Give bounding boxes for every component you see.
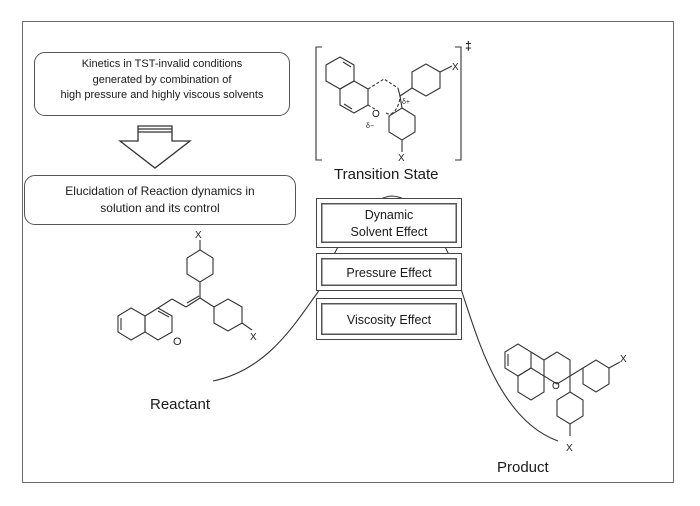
energy-profile-curve bbox=[212, 195, 559, 442]
ts-substituent-upper: X bbox=[452, 62, 459, 73]
elucidation-box: Elucidation of Reaction dynamics in solu… bbox=[24, 175, 296, 225]
ts-substituent-lower: X bbox=[398, 153, 405, 164]
product-oxygen-label: O bbox=[552, 381, 560, 392]
reactant-substituent-upper: X bbox=[195, 230, 202, 241]
kinetics-line-1: Kinetics in TST-invalid conditions bbox=[81, 58, 243, 70]
product-substituent-lower: X bbox=[566, 443, 573, 454]
reactant-label: Reactant bbox=[150, 396, 211, 413]
elucidation-line-2: solution and its control bbox=[100, 201, 220, 215]
transition-state-label: Transition State bbox=[334, 166, 439, 183]
transition-state-structure bbox=[315, 46, 462, 161]
product-structure bbox=[504, 343, 621, 436]
down-arrow-icon bbox=[118, 125, 192, 169]
ts-delta-plus: δ+ bbox=[402, 99, 410, 106]
product-substituent-right: X bbox=[620, 354, 627, 365]
kinetics-box: Kinetics in TST-invalid conditions gener… bbox=[34, 52, 290, 116]
ts-oxygen-label: O bbox=[372, 109, 380, 120]
reactant-substituent-lower: X bbox=[250, 332, 257, 343]
pressure-effect-box: Pressure Effect bbox=[316, 253, 462, 291]
kinetics-line-3: high pressure and highly viscous solvent… bbox=[60, 89, 264, 101]
dynamic-effect-line-1: Dynamic bbox=[364, 208, 414, 222]
reactant-structure bbox=[117, 240, 253, 341]
reactant-oxygen-label: O bbox=[173, 336, 182, 348]
viscosity-effect-box: Viscosity Effect bbox=[316, 298, 462, 340]
pressure-effect-label: Pressure Effect bbox=[346, 266, 432, 280]
kinetics-line-2: generated by combination of bbox=[92, 73, 232, 86]
ts-double-dagger: ‡ bbox=[465, 39, 472, 53]
product-label: Product bbox=[497, 459, 549, 476]
dynamic-solvent-effect-box: Dynamic Solvent Effect bbox=[316, 198, 462, 248]
figure-frame bbox=[22, 21, 674, 483]
elucidation-line-1: Elucidation of Reaction dynamics in bbox=[65, 184, 255, 198]
ts-delta-minus: δ− bbox=[366, 123, 374, 130]
viscosity-effect-label: Viscosity Effect bbox=[346, 313, 432, 327]
dynamic-effect-line-2: Solvent Effect bbox=[350, 225, 428, 239]
